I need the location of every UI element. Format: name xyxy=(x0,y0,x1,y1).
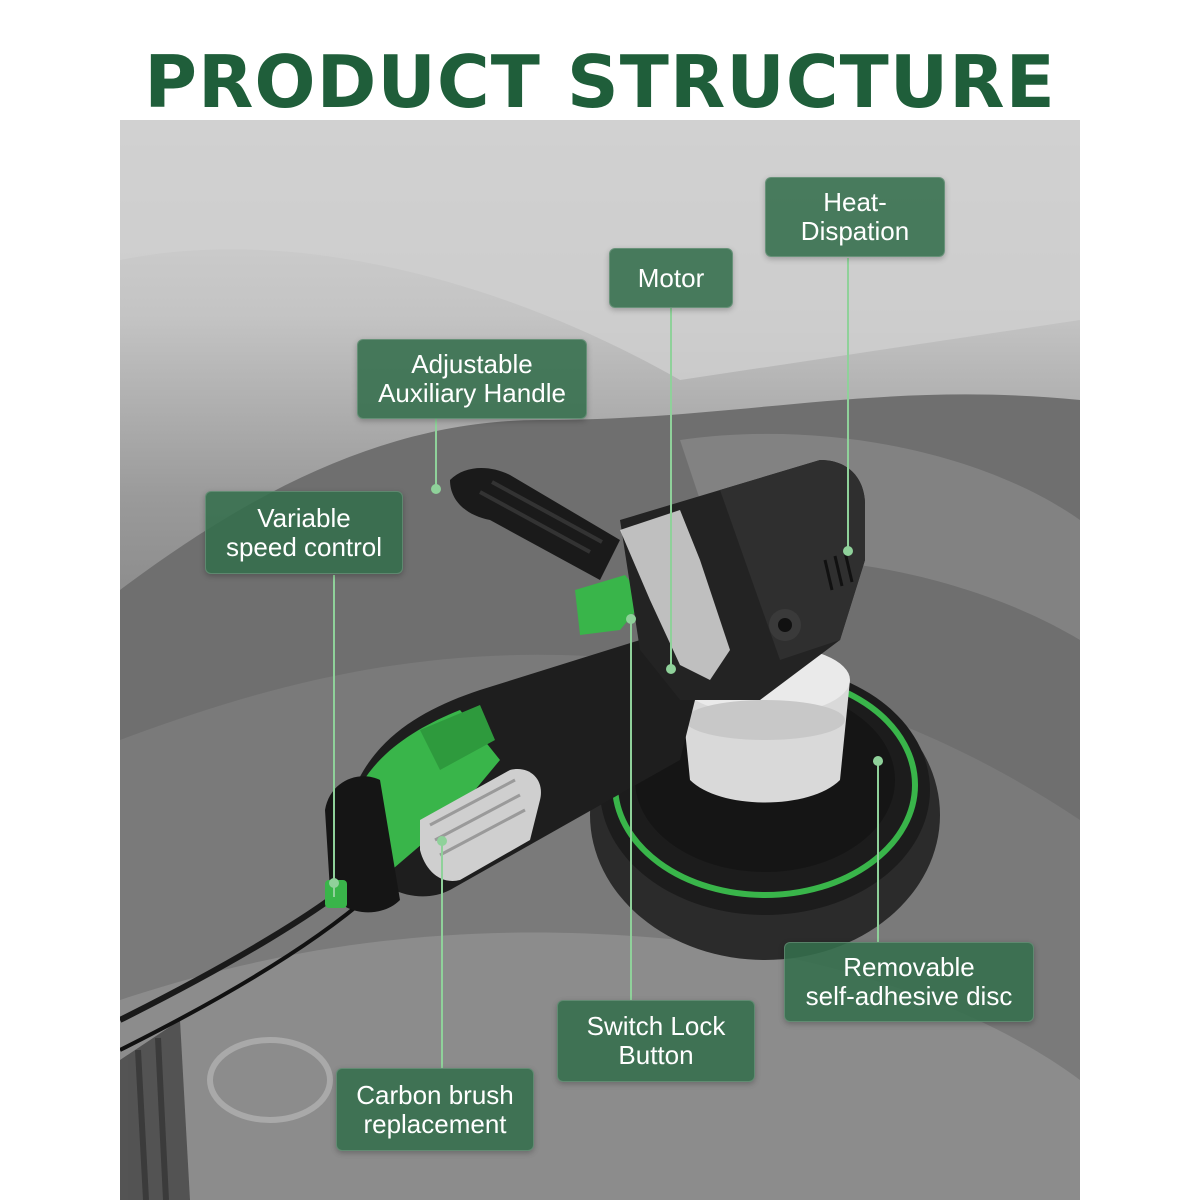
leader-switch-lock xyxy=(630,618,632,1000)
dot-switch-lock xyxy=(626,614,636,624)
callout-carbon-brush: Carbon brush replacement xyxy=(336,1068,534,1151)
leader-motor xyxy=(670,308,672,666)
dot-adhesive-disc xyxy=(873,756,883,766)
page-title: PRODUCT STRUCTURE xyxy=(144,40,1056,124)
leader-auxiliary-handle xyxy=(435,418,437,488)
product-photo xyxy=(120,120,1080,1200)
callout-speed-control: Variable speed control xyxy=(205,491,403,574)
leader-heat-dispation xyxy=(847,258,849,550)
leader-adhesive-disc xyxy=(877,760,879,942)
dot-speed-control xyxy=(329,878,339,888)
callout-adhesive-disc: Removable self-adhesive disc xyxy=(784,942,1034,1022)
leader-carbon-brush xyxy=(441,840,443,1068)
callout-motor: Motor xyxy=(609,248,733,308)
dot-motor xyxy=(666,664,676,674)
callout-switch-lock: Switch Lock Button xyxy=(557,1000,755,1082)
polisher-illustration xyxy=(120,120,1080,1200)
leader-speed-control xyxy=(333,575,335,897)
dot-auxiliary-handle xyxy=(431,484,441,494)
dot-carbon-brush xyxy=(437,836,447,846)
dot-heat-dispation xyxy=(843,546,853,556)
callout-auxiliary-handle: Adjustable Auxiliary Handle xyxy=(357,339,587,419)
callout-heat-dispation: Heat- Dispation xyxy=(765,177,945,257)
